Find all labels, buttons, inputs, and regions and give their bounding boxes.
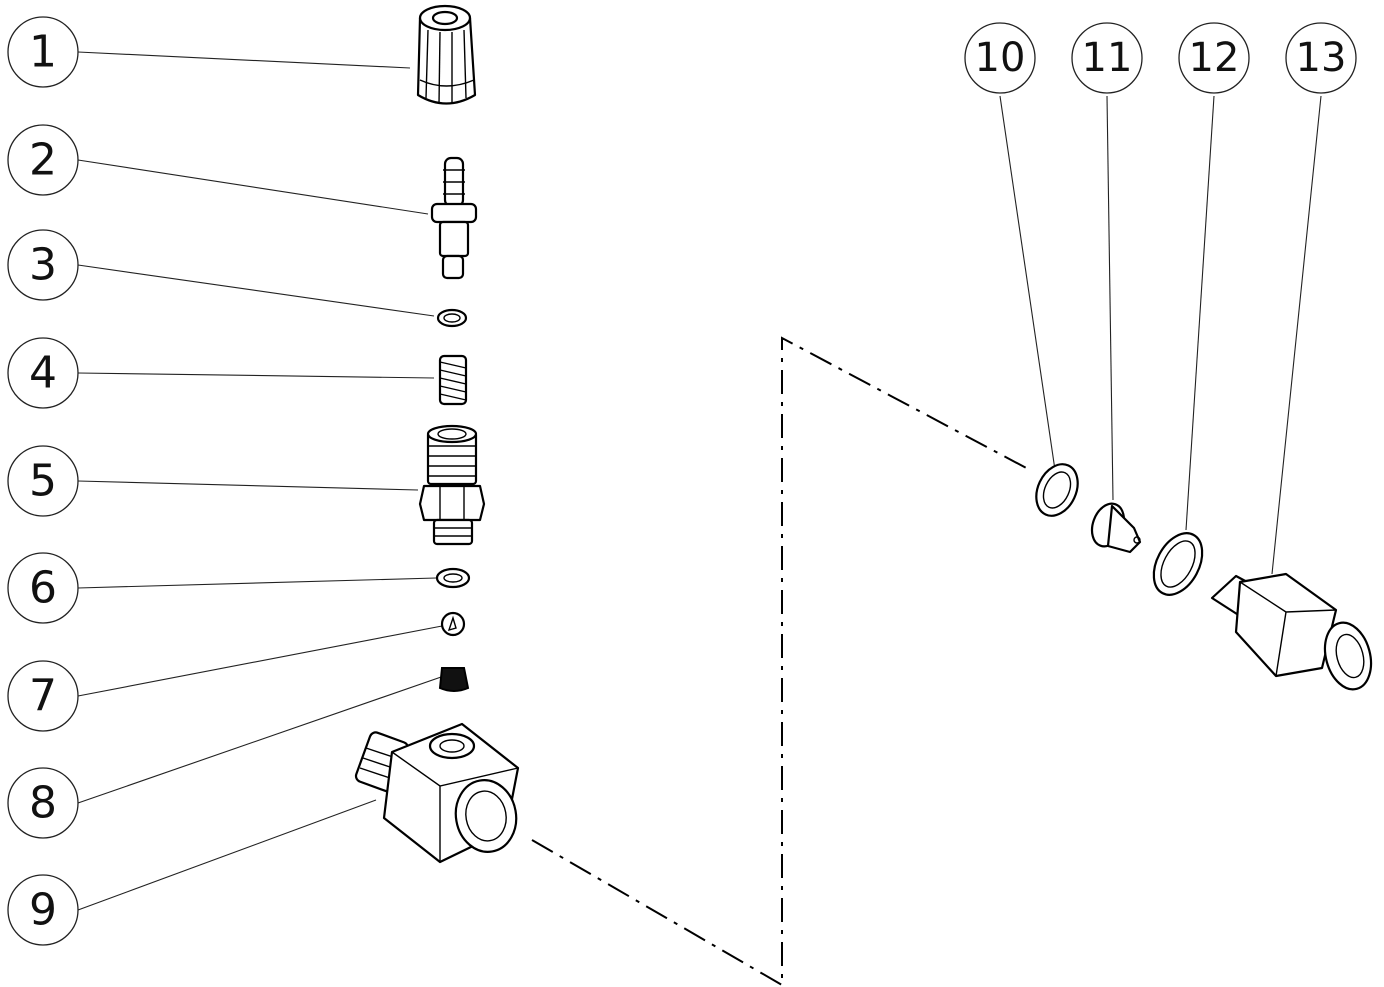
leader-lines <box>77 51 1322 911</box>
callout-label: 12 <box>1189 35 1240 81</box>
callout-9: 9 <box>7 874 79 946</box>
part-7-ball <box>440 611 466 637</box>
callout-2: 2 <box>7 124 79 196</box>
callout-10: 10 <box>964 22 1036 94</box>
callout-label: 11 <box>1082 35 1133 81</box>
callout-label: 2 <box>29 135 57 186</box>
callout-5: 5 <box>7 445 79 517</box>
callout-label: 9 <box>29 885 57 936</box>
callout-13: 13 <box>1285 22 1357 94</box>
part-9-fitting-body <box>354 722 520 864</box>
part-13-connector <box>1210 572 1373 691</box>
callout-label: 13 <box>1296 35 1347 81</box>
assembly-axis-line <box>531 336 1031 987</box>
part-10-gasket <box>1035 463 1079 517</box>
callout-6: 6 <box>7 552 79 624</box>
part-11-nozzle <box>1090 502 1142 554</box>
part-5-valve-body <box>418 424 486 546</box>
callout-4: 4 <box>7 337 79 409</box>
callout-11: 11 <box>1071 22 1143 94</box>
part-12-gasket <box>1152 532 1204 596</box>
callout-label: 8 <box>29 778 57 829</box>
part-1-cap-nut <box>416 4 477 105</box>
callout-12: 12 <box>1178 22 1250 94</box>
part-6-o-ring <box>435 567 471 589</box>
callout-7: 7 <box>7 660 79 732</box>
callout-label: 5 <box>29 456 57 507</box>
callout-label: 4 <box>29 348 57 399</box>
callout-label: 3 <box>29 240 57 291</box>
callout-1: 1 <box>7 16 79 88</box>
part-4-spring <box>438 354 468 406</box>
part-3-o-ring <box>436 308 468 328</box>
part-8-seat <box>438 667 470 692</box>
callout-3: 3 <box>7 229 79 301</box>
callout-label: 10 <box>975 35 1026 81</box>
callout-label: 1 <box>29 27 57 78</box>
part-2-hose-barb <box>430 156 478 280</box>
callout-8: 8 <box>7 767 79 839</box>
callout-label: 7 <box>29 671 57 722</box>
callout-label: 6 <box>29 563 57 614</box>
